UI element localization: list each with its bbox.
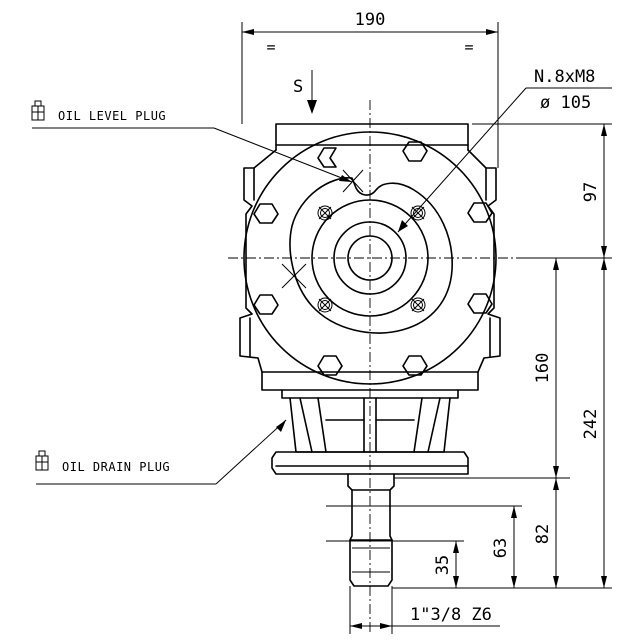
- eq-right-label: =: [464, 38, 473, 56]
- dim-160-label: 160: [533, 353, 553, 384]
- oil-drain-callout: OIL DRAIN PLUG: [35, 419, 287, 485]
- hex-bolt-icon: [317, 147, 337, 168]
- center-lines: [228, 100, 520, 632]
- dim-63-label: 63: [491, 538, 511, 558]
- hex-bolt-icon: [402, 355, 428, 376]
- dim-190: 190 = =: [241, 10, 499, 168]
- dim-242-label: 242: [581, 409, 601, 440]
- rotation-arrow-label: S: [293, 77, 303, 97]
- oil-drain-label: OIL DRAIN PLUG: [62, 460, 170, 474]
- bolt-circle-label: ø 105: [540, 93, 591, 113]
- dim-63: 63: [326, 505, 522, 588]
- hex-bolt-icon: [402, 141, 428, 162]
- eq-left-label: =: [266, 38, 275, 56]
- output-shaft: [347, 473, 395, 587]
- dim-82: 82: [392, 477, 612, 589]
- hex-bolt-icon: [467, 202, 493, 223]
- dim-242: 242: [581, 258, 607, 588]
- dim-160: 160: [470, 258, 570, 479]
- oil-level-label: OIL LEVEL PLUG: [58, 109, 166, 123]
- hex-bolts: [253, 141, 493, 376]
- dim-97: 97: [472, 123, 612, 259]
- spline-label: 1"3/8 Z6: [410, 605, 492, 625]
- main-flange: [243, 131, 497, 385]
- dim-35: 35: [326, 540, 464, 588]
- oil-level-callout: OIL LEVEL PLUG: [31, 100, 353, 183]
- plug-icon: [31, 100, 45, 121]
- hex-bolt-icon: [467, 293, 493, 314]
- plug-markers: [281, 169, 364, 289]
- dim-82-label: 82: [533, 524, 553, 544]
- plug-icon: [35, 450, 49, 471]
- rotation-arrow-s: S: [293, 70, 317, 114]
- m8-bolt-holes: [317, 205, 426, 313]
- bolt-count-label: N.8xM8: [534, 67, 595, 87]
- dim-spline: 1"3/8 Z6: [349, 586, 500, 634]
- hex-bolt-icon: [317, 355, 343, 376]
- dim-190-label: 190: [355, 10, 386, 30]
- dim-97-label: 97: [581, 182, 601, 202]
- hex-bolt-icon: [253, 203, 279, 224]
- bolt-spec-callout: N.8xM8 ø 105: [397, 67, 612, 233]
- lower-housing: [271, 389, 469, 475]
- dim-35-label: 35: [433, 555, 453, 575]
- hex-bolt-icon: [253, 294, 279, 315]
- gearbox-housing: [239, 123, 501, 391]
